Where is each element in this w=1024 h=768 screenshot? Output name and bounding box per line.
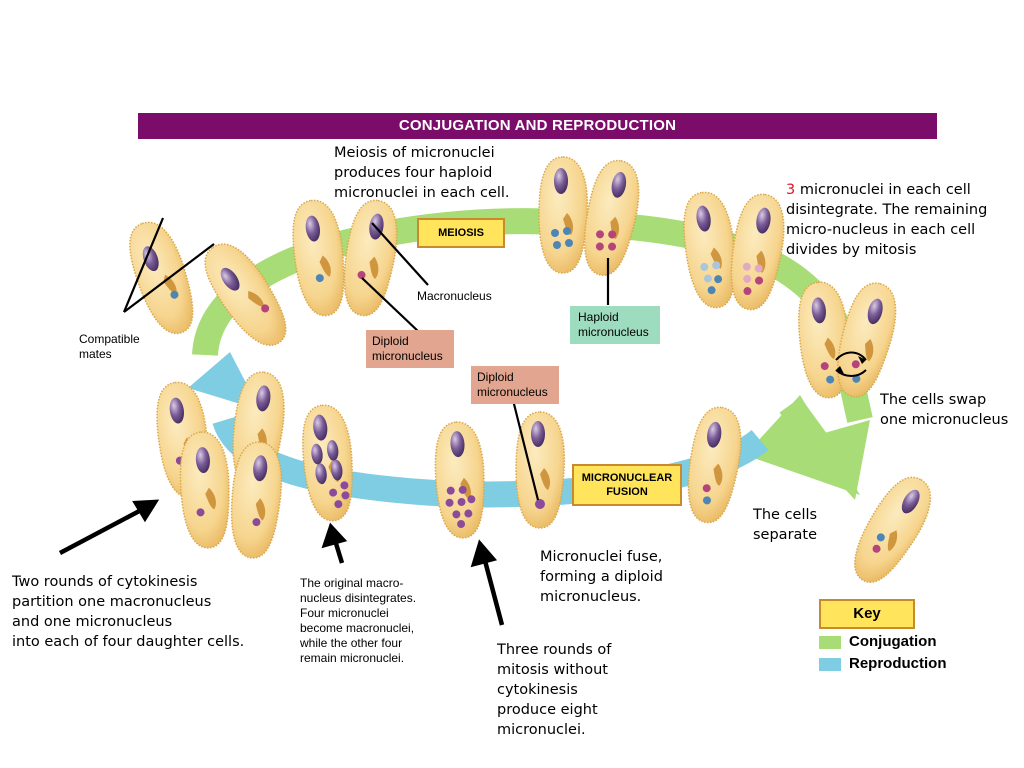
micronuclear-fusion-label: MICRONUCLEAR FUSION — [572, 464, 682, 506]
swap-arrows — [835, 351, 867, 361]
key-title: Key — [819, 599, 915, 629]
key-label-reproduction: Reproduction — [849, 655, 947, 672]
disintegrate-number: 3 — [786, 182, 796, 198]
swap-description: The cells swap one micronucleus — [880, 392, 1009, 428]
disintegrate-description: 3 micronuclei in each cell disintegrate.… — [786, 180, 987, 260]
key-item-conjugation: Conjugation — [819, 632, 936, 652]
meiosis-label: MEIOSIS — [417, 218, 505, 248]
key-label-conjugation: Conjugation — [849, 633, 937, 650]
reproduction-swatch — [819, 657, 841, 671]
haploid-micronucleus-label: Haploid micronucleus — [570, 306, 660, 344]
mitosis-description: Three rounds of mitosis without cytokine… — [497, 642, 612, 738]
conjugation-swatch — [819, 635, 841, 649]
compatible-mates-label: Compatible mates — [79, 332, 140, 361]
key-item-reproduction: Reproduction — [819, 654, 947, 674]
meiosis-description: Meiosis of micronuclei produces four hap… — [334, 145, 510, 201]
separate-description: The cells separate — [753, 507, 818, 543]
macronucleus-label: Macronucleus — [417, 289, 492, 303]
disintegrate-text: micronuclei in each cell disintegrate. T… — [786, 182, 988, 258]
original-macronucleus-description: The original macro- nucleus disintegrate… — [300, 576, 417, 665]
diploid-micronucleus-label-2: Diploid micronucleus — [471, 366, 559, 404]
diploid-micronucleus-label-1: Diploid micronucleus — [366, 330, 454, 368]
diagram-title: CONJUGATION AND REPRODUCTION — [138, 113, 937, 139]
cytokinesis-description: Two rounds of cytokinesis partition one … — [12, 574, 245, 650]
fuse-description: Micronuclei fuse, forming a diploid micr… — [540, 549, 663, 605]
